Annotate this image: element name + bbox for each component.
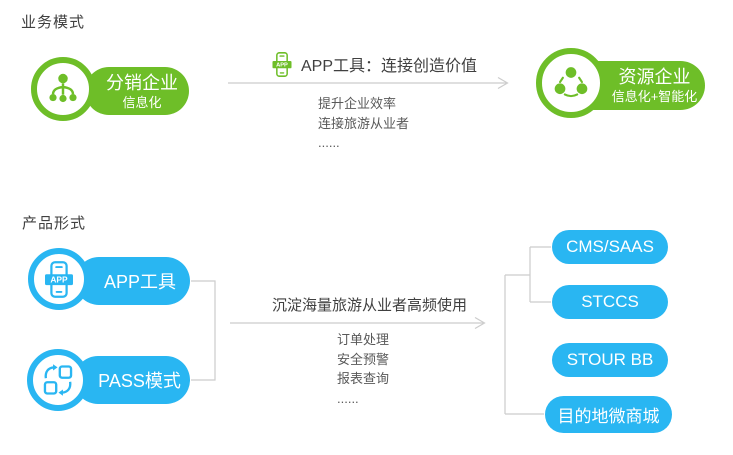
business-flow-arrow [228, 76, 509, 90]
business-flow-headline: APP工具：连接创造价值 [301, 58, 478, 75]
resource-title: 资源企业 [618, 67, 691, 87]
product-left-bracket [191, 280, 216, 381]
svg-text:APP: APP [50, 274, 68, 284]
business-flow-point: 提升企业效率 [318, 96, 397, 111]
product-pill-cms-saas: CMS/SAAS [552, 230, 668, 264]
distribution-network-icon [31, 57, 95, 121]
business-flow-points: 提升企业效率 连接旅游从业者 ...... [318, 94, 409, 153]
product-tree-connector [504, 246, 551, 415]
app-tool-pill: APP工具 [75, 257, 190, 305]
distributor-subtitle: 信息化 [122, 94, 162, 110]
module-swap-icon [27, 349, 89, 411]
business-flow-point: 连接旅游从业者 [318, 115, 410, 131]
product-form-title: 产品形式 [22, 215, 87, 232]
product-pill-destination-micro-mall: 目的地微商城 [545, 396, 672, 433]
app-tool-label: APP工具 [103, 272, 177, 292]
distributor-title: 分销企业 [106, 72, 178, 93]
resource-node: 资源企业 信息化+智能化 [536, 48, 708, 120]
product-flow-points: 订单处理 安全预警 报表查询 ...... [337, 330, 389, 408]
business-flow-point: ...... [318, 135, 340, 150]
product-flow-point: ...... [337, 390, 359, 406]
pass-mode-node: PASS模式 [27, 349, 192, 411]
app-tool-node: APP工具 APP [28, 248, 193, 310]
distributor-pill: 分销企业 信息化 [85, 67, 189, 115]
svg-text:APP: APP [276, 63, 288, 69]
pass-mode-label: PASS模式 [98, 371, 181, 391]
business-model-title: 业务模式 [21, 14, 86, 31]
product-flow-point: 安全预警 [337, 351, 390, 367]
app-phone-icon: APP [28, 248, 90, 310]
product-flow-point: 订单处理 [337, 332, 390, 347]
product-flow-point: 报表查询 [337, 371, 390, 386]
product-flow-arrow [230, 316, 486, 330]
product-pill-stccs: STCCS [552, 285, 668, 319]
distributor-node: 分销企业 信息化 [31, 57, 196, 123]
app-phone-icon: APP [271, 52, 293, 77]
product-pill-stour-bb: STOUR BB [552, 343, 668, 377]
product-flow-headline: 沉淀海量旅游从业者高频使用 [272, 297, 468, 314]
resource-network-icon [536, 48, 606, 118]
pass-mode-pill: PASS模式 [74, 356, 190, 404]
resource-subtitle: 信息化+智能化 [611, 89, 698, 104]
